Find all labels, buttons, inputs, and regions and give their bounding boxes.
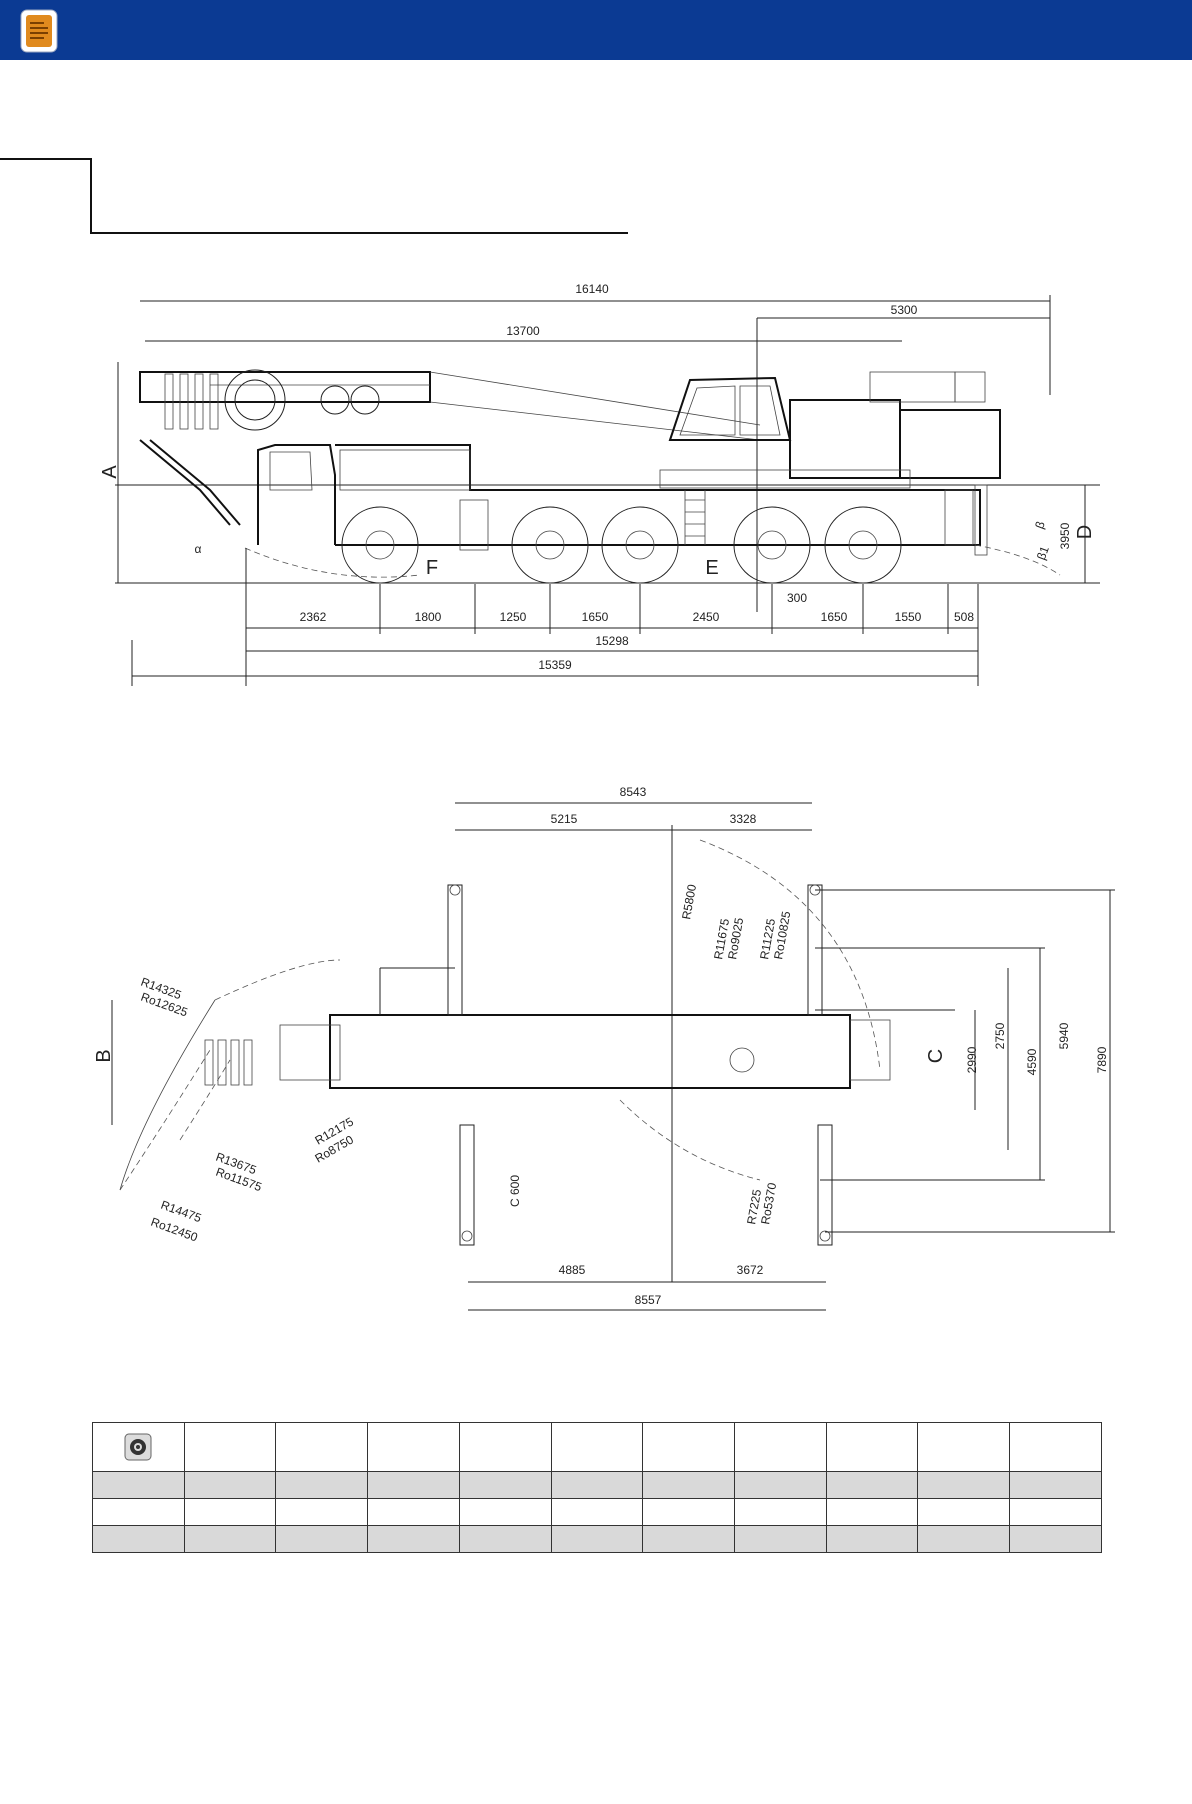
table-cell: [550, 1498, 644, 1526]
table-cell: [734, 1525, 827, 1553]
table-cell: [825, 1525, 919, 1553]
spec-table: [92, 1422, 1102, 1553]
top-view: 8543 5215 3328: [93, 785, 1115, 1311]
dim-axle-5: 2450: [693, 610, 720, 624]
dim-width-5: 7890: [1095, 1046, 1109, 1073]
dim-axle-7: 1550: [895, 610, 922, 624]
table-cell: [734, 1471, 827, 1499]
table-header-row: [92, 1422, 1102, 1472]
table-cell: [550, 1471, 644, 1499]
dim-width-4: 5940: [1057, 1022, 1071, 1049]
dim-outrigger-total-bottom: 8557: [635, 1293, 662, 1307]
label-alpha: α: [195, 542, 202, 556]
document-icon[interactable]: [20, 9, 58, 53]
table-cell: [92, 1471, 185, 1499]
label-b: B: [93, 1049, 115, 1062]
dim-rear-overhang: 5300: [891, 303, 918, 317]
table-cell: [275, 1498, 369, 1526]
dim-width-2: 2750: [993, 1022, 1007, 1049]
dim-width-3: 4590: [1025, 1048, 1039, 1075]
table-cell: [458, 1471, 552, 1499]
table-cell: [458, 1525, 552, 1553]
wheel-set: [341, 506, 902, 584]
table-cell: [917, 1471, 1011, 1499]
table-cell: [642, 1422, 736, 1472]
dim-overall-length: 16140: [575, 282, 609, 296]
table-cell: [642, 1471, 736, 1499]
dim-outrigger-total-top: 8543: [620, 785, 647, 799]
table-cell: [734, 1498, 827, 1526]
table-cell: [825, 1498, 919, 1526]
label-e: E: [705, 557, 718, 579]
radius-r5800: R5800: [679, 883, 699, 921]
table-cell: [1009, 1498, 1102, 1526]
radius-ro5370: Ro5370: [758, 1181, 779, 1225]
table-cell: [734, 1422, 827, 1472]
table-cell: [458, 1498, 552, 1526]
table-cell: [275, 1471, 369, 1499]
table-cell: [550, 1422, 644, 1472]
table-cell: [1009, 1471, 1102, 1499]
dim-width-1: 2990: [965, 1046, 979, 1073]
dim-outrigger-left-bottom: 4885: [559, 1263, 586, 1277]
dim-axle-6: 1650: [821, 610, 848, 624]
table-cell: [183, 1471, 277, 1499]
dim-c-600: C 600: [508, 1175, 522, 1207]
table-cell: [183, 1525, 277, 1553]
table-cell: [642, 1525, 736, 1553]
table-cell: [1009, 1525, 1102, 1553]
dim-outrigger-left-top: 5215: [551, 812, 578, 826]
table-cell: [183, 1422, 277, 1472]
table-cell: [367, 1471, 460, 1499]
table-cell: [367, 1498, 460, 1526]
dim-axle-1: 2362: [300, 610, 327, 624]
dim-boom-length: 13700: [506, 324, 540, 338]
dim-rotation-offset: 300: [787, 591, 807, 605]
table-cell: [825, 1422, 919, 1472]
table-row: [92, 1498, 1102, 1526]
table-cell: [550, 1525, 644, 1553]
table-cell: [458, 1422, 552, 1472]
table-cell: [367, 1422, 460, 1472]
table-cell: [92, 1422, 185, 1472]
label-beta: β: [1032, 519, 1048, 530]
label-c: C: [925, 1049, 947, 1063]
table-row: [92, 1471, 1102, 1499]
dim-height-total: 3950: [1058, 522, 1072, 549]
label-f: F: [426, 557, 438, 579]
radius-ro10825: Ro10825: [771, 910, 793, 961]
label-d: D: [1074, 525, 1096, 539]
table-cell: [367, 1525, 460, 1553]
table-cell: [825, 1471, 919, 1499]
table-cell: [92, 1525, 185, 1553]
header-bar: [0, 0, 1192, 60]
label-a: A: [99, 465, 121, 479]
radius-r7225: R7225: [744, 1188, 764, 1226]
table-cell: [275, 1422, 369, 1472]
dim-chassis-total: 15359: [538, 658, 572, 672]
dim-axle-3: 1250: [500, 610, 527, 624]
crane-dimension-drawing: 16140 13700 5300: [93, 282, 1115, 1311]
table-cell: [917, 1422, 1011, 1472]
table-cell: [275, 1525, 369, 1553]
dim-axle-8: 508: [954, 610, 974, 624]
table-cell: [642, 1498, 736, 1526]
section-underline: [90, 232, 628, 234]
table-cell: [1009, 1422, 1102, 1472]
table-cell: [92, 1498, 185, 1526]
side-view: 16140 13700 5300: [99, 282, 1100, 686]
tyre-icon: [124, 1433, 152, 1461]
dim-axle-2: 1800: [415, 610, 442, 624]
dim-outrigger-right-top: 3328: [730, 812, 757, 826]
section-tab-frame: [0, 158, 92, 234]
table-cell: [183, 1498, 277, 1526]
dim-outrigger-right-bottom: 3672: [737, 1263, 764, 1277]
dim-wheelbase-total: 15298: [595, 634, 629, 648]
table-cell: [917, 1498, 1011, 1526]
table-row: [92, 1525, 1102, 1553]
label-beta1: β1: [1034, 544, 1052, 562]
table-cell: [917, 1525, 1011, 1553]
dim-axle-4: 1650: [582, 610, 609, 624]
